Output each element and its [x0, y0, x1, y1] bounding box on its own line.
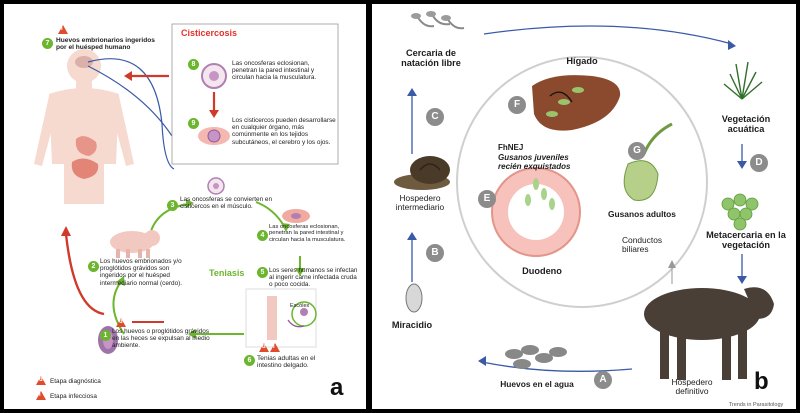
step-6-text: Tenias adultas en el intestino delgado.	[257, 355, 316, 370]
duodenum-label: Duodeno	[522, 266, 562, 276]
step-6-badge: 6	[244, 355, 255, 366]
panel-b-letter: b	[754, 368, 769, 395]
liver-label: Hígado	[566, 56, 598, 66]
definitive-host-label: Hospedero definitivo	[671, 377, 713, 397]
step-5-text: Los seres humanos se infectan al ingerir…	[269, 267, 358, 289]
stage-letter-b: B	[426, 244, 444, 262]
step-7-badge: 7	[42, 38, 53, 49]
infectious-stage-icon-6: i	[270, 343, 280, 352]
infectious-stage-icon: i	[58, 25, 68, 34]
cow-illustration	[644, 287, 774, 380]
vegetation-label: Vegetación acuática	[721, 114, 771, 135]
panel-b-illustration	[394, 11, 774, 380]
fhnej-label: FhNEJ	[498, 143, 524, 152]
teniasis-title: Teniasis	[209, 268, 245, 278]
cisticercosis-title: Cisticercosis	[181, 28, 238, 38]
stage-letter-e: E	[478, 190, 496, 208]
snail-illustration	[394, 156, 450, 190]
bile-ducts-label: Conductos biliares	[622, 235, 663, 255]
step-1-badge: 1	[100, 330, 111, 341]
step-2-text: Los huevos embrionados y/o proglótidos g…	[100, 258, 183, 287]
step-1-text: Los huevos o proglótidos grávidos en las…	[112, 328, 210, 350]
step-4-text: Las oncosferas eclosionan, penetran la p…	[269, 224, 346, 243]
panel-a-taenia-cycle: Cisticercosis Teniasis Escólex i 7 Huevo…	[4, 4, 366, 409]
stage-letter-a: A	[594, 371, 612, 389]
intermediate-host-label: Hospedero intermediario	[395, 193, 445, 213]
journal-footer: Trends in Parasitology	[728, 402, 784, 408]
step-7-text: Huevos embrionarios ingeridos por el hué…	[56, 37, 155, 52]
step-4-badge: 4	[257, 230, 268, 241]
step-5-badge: 5	[257, 267, 268, 278]
diagnostic-stage-icon-6: d	[259, 343, 269, 352]
juveniles-label: Gusanos juveniles recién exquistados	[498, 153, 571, 171]
stage-letter-g: G	[628, 142, 646, 160]
step-8-text: Las oncosferas eclosionan, penetran la p…	[232, 60, 317, 82]
miracidium-label: Miracidio	[391, 320, 433, 330]
legend-infectious-label: Etapa infecciosa	[50, 393, 97, 400]
panel-b-fasciola-cycle: A B C D E F G Hígado FhNEJ Gusanos juven…	[372, 4, 796, 409]
step-8-badge: 8	[188, 59, 199, 70]
cercaria-label: Cercaria de natación libre	[401, 48, 461, 69]
step-3-badge: 3	[167, 200, 178, 211]
legend-diagnostic-label: Etapa diagnóstica	[50, 378, 101, 385]
adult-worms-label: Gusanos adultos	[608, 209, 676, 219]
legend-infectious-icon: i	[36, 391, 46, 400]
panel-a-illustration	[34, 23, 339, 354]
panel-a-letter: a	[330, 374, 344, 401]
pig-illustration	[110, 230, 160, 258]
metacercaria-label: Metacercaria en la vegetación	[706, 230, 786, 251]
human-figure	[34, 49, 134, 204]
diagnostic-stage-icon-1: d	[116, 318, 126, 327]
step-9-badge: 9	[188, 118, 199, 129]
step-9-text: Los cisticercos pueden desarrollarse en …	[232, 117, 336, 146]
step-3-text: Las oncosferas se convierten en cisticer…	[180, 196, 273, 211]
stage-letter-f: F	[508, 96, 526, 114]
scolex-label: Escólex	[290, 303, 310, 309]
step-2-badge: 2	[88, 261, 99, 272]
legend-diagnostic-icon: d	[36, 376, 46, 385]
eggs-label: Huevos en el agua	[500, 379, 574, 389]
stage-letter-d: D	[750, 154, 768, 172]
stage-letter-c: C	[426, 108, 444, 126]
